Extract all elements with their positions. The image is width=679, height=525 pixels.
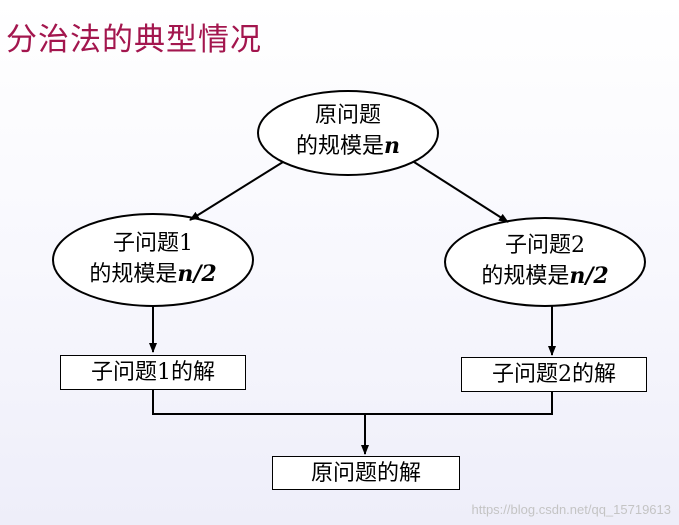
right-node-label: 子问题2 的规模是n/2: [445, 231, 645, 292]
root-line2-var: n: [384, 133, 400, 159]
merge-connector: [152, 390, 553, 415]
root-node-label: 原问题 的规模是n: [258, 101, 438, 162]
watermark: https://blog.csdn.net/qq_15719613: [471, 502, 672, 517]
right-ellipse: [444, 217, 646, 307]
right-line2-prefix: 的规模是: [481, 264, 570, 289]
root-ellipse: [257, 90, 439, 176]
root-line1: 原问题: [314, 103, 381, 128]
left-line1: 子问题1: [113, 231, 193, 256]
right-solution-box: 子问题2的解: [461, 357, 647, 392]
root-line2-prefix: 的规模是: [295, 134, 384, 159]
root-line2: 的规模是n: [258, 131, 438, 162]
arrow-root-left: [189, 161, 284, 221]
arrow-root-right: [413, 161, 509, 223]
left-line2-prefix: 的规模是: [89, 262, 178, 287]
right-line2-var: n/2: [569, 263, 609, 289]
right-line1: 子问题2: [505, 233, 585, 258]
left-line2: 的规模是n/2: [53, 259, 253, 290]
page-title: 分治法的典型情况: [6, 22, 262, 58]
left-line2-var: n/2: [177, 261, 217, 287]
final-solution-box: 原问题的解: [272, 456, 460, 490]
left-node-label: 子问题1 的规模是n/2: [53, 229, 253, 290]
right-line2: 的规模是n/2: [445, 261, 645, 292]
left-solution-box: 子问题1的解: [60, 355, 246, 390]
